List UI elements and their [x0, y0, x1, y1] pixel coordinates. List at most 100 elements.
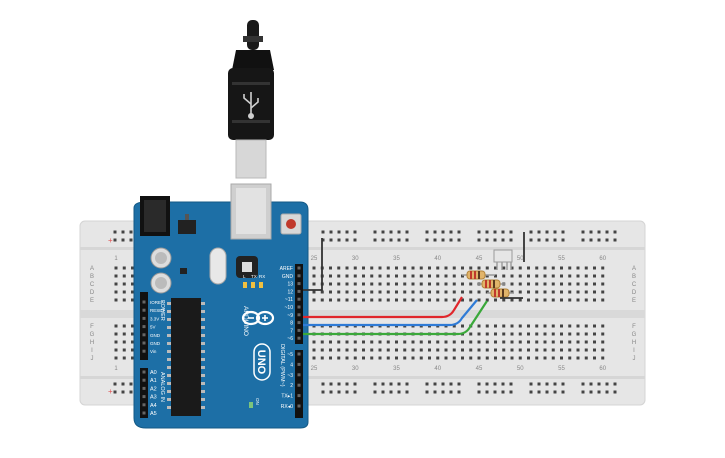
breadboard-hole	[345, 348, 349, 352]
breadboard-hole	[477, 266, 481, 270]
breadboard-hole	[378, 282, 382, 286]
breadboard-hole	[397, 382, 401, 386]
breadboard-hole	[535, 324, 539, 328]
breadboard-hole	[320, 298, 324, 302]
breadboard-hole	[397, 230, 401, 234]
digital-pin-label: RX◂0	[281, 404, 293, 410]
usb-cable[interactable]	[228, 20, 274, 179]
power-jack-inner	[144, 200, 166, 232]
column-number: 55	[558, 256, 565, 262]
rail-divider-top	[80, 247, 645, 250]
breadboard-hole	[593, 266, 596, 270]
breadboard-hole	[312, 356, 316, 360]
chip-pin	[201, 406, 205, 409]
breadboard-hole	[131, 332, 134, 336]
breadboard-hole	[551, 298, 555, 302]
breadboard-hole	[362, 290, 365, 294]
breadboard-hole	[122, 282, 126, 286]
row-letter: C	[632, 282, 637, 288]
breadboard-hole	[378, 348, 382, 352]
usb-plug-neck	[232, 50, 274, 70]
breadboard-hole	[381, 238, 385, 242]
breadboard-hole	[537, 382, 541, 386]
breadboard-hole	[449, 230, 453, 234]
breadboard-hole	[405, 238, 409, 242]
breadboard-hole	[321, 230, 325, 234]
capacitor-1-top	[155, 252, 167, 264]
blue-wire[interactable]	[303, 299, 478, 327]
breadboard-hole	[581, 230, 585, 234]
breadboard-hole	[113, 230, 117, 234]
gnd-wire[interactable]	[303, 232, 525, 299]
breadboard-hole	[345, 230, 349, 234]
breadboard-hole	[485, 332, 489, 336]
chip-pin	[201, 350, 205, 353]
breadboard-hole	[425, 382, 429, 386]
breadboard-hole	[561, 238, 565, 242]
breadboard-hole	[419, 282, 423, 286]
breadboard-hole	[551, 356, 555, 360]
breadboard-hole	[589, 230, 593, 234]
breadboard-hole	[113, 390, 117, 394]
breadboard-hole	[461, 290, 464, 294]
breadboard-hole	[329, 282, 332, 286]
header-hole	[297, 274, 301, 278]
breadboard-hole	[545, 390, 549, 394]
breadboard-hole	[485, 340, 489, 344]
chip-pin	[167, 310, 171, 313]
breadboard-hole	[613, 230, 617, 234]
red-wire[interactable]	[303, 296, 463, 319]
breadboard-hole	[485, 298, 489, 302]
breadboard-hole	[510, 340, 514, 344]
breadboard-hole	[353, 340, 357, 344]
breadboard-hole	[122, 348, 126, 352]
breadboard-hole	[593, 324, 596, 328]
chip-pin	[201, 326, 205, 329]
breadboard-hole	[362, 282, 365, 286]
usb-plug-ridge	[232, 120, 270, 123]
column-number: 35	[393, 366, 400, 372]
breadboard-hole	[584, 356, 588, 360]
breadboard-hole	[395, 348, 398, 352]
row-letter: B	[90, 274, 94, 280]
row-letter: E	[90, 298, 94, 304]
breadboard-hole	[568, 274, 572, 278]
resistor-3[interactable]	[487, 288, 514, 298]
breadboard-hole	[436, 356, 440, 360]
breadboard-hole	[129, 230, 133, 234]
breadboard-hole	[441, 382, 445, 386]
breadboard-hole	[329, 290, 332, 294]
breadboard-hole	[576, 266, 580, 270]
breadboard-hole	[535, 290, 539, 294]
breadboard-hole	[370, 340, 374, 344]
header-hole	[142, 341, 146, 345]
breadboard-hole	[469, 266, 473, 270]
breadboard-hole	[485, 324, 489, 328]
green-wire[interactable]	[303, 300, 488, 336]
breadboard-hole	[122, 266, 126, 270]
breadboard-hole	[405, 390, 409, 394]
breadboard-hole	[535, 298, 539, 302]
breadboard-hole	[601, 356, 605, 360]
resistor-1[interactable]	[462, 270, 495, 280]
breadboard-hole	[510, 290, 514, 294]
power-pin-label: 5V	[150, 325, 156, 330]
breadboard-hole	[395, 274, 398, 278]
breadboard-hole	[509, 390, 513, 394]
breadboard-hole	[494, 348, 497, 352]
breadboard-hole	[353, 382, 357, 386]
digital-pin-label: 8	[290, 321, 293, 327]
breadboard-hole	[345, 298, 349, 302]
breadboard-hole	[405, 382, 409, 386]
rgb-led[interactable]	[493, 249, 513, 270]
breadboard-hole	[581, 390, 585, 394]
resistor-2[interactable]	[478, 279, 505, 289]
breadboard-hole	[428, 348, 431, 352]
chip-pin	[201, 358, 205, 361]
breadboard-hole	[321, 390, 325, 394]
breadboard-hole	[560, 282, 563, 286]
reset-button-cap[interactable]	[286, 219, 296, 229]
led-rx	[259, 282, 263, 288]
breadboard-hole	[576, 356, 580, 360]
breadboard-hole	[502, 274, 506, 278]
